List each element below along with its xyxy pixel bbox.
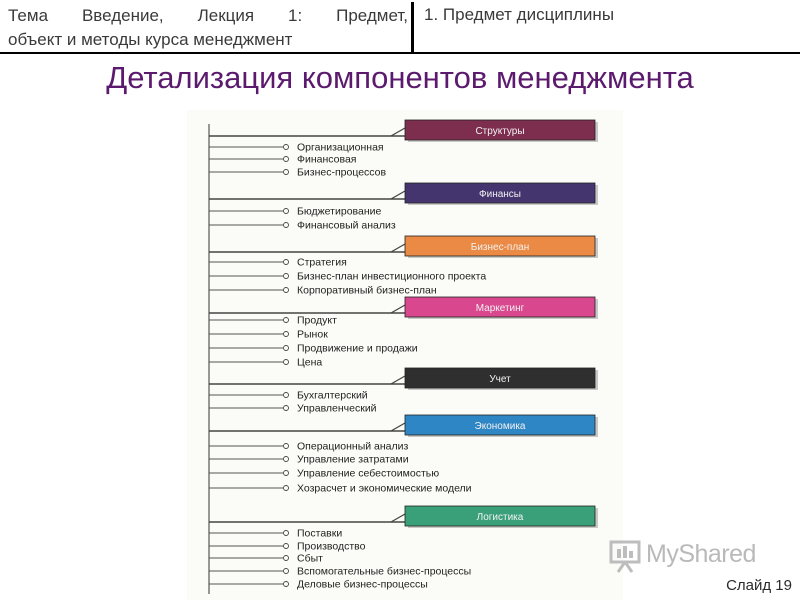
item-bullet — [283, 443, 289, 449]
item-bullet — [283, 456, 289, 462]
item-bullet — [283, 144, 289, 150]
item-bullet — [283, 581, 289, 587]
header-connector-tick — [390, 127, 406, 137]
item-label: Бухгалтерский — [297, 390, 368, 402]
item-label: Управление себестоимостью — [297, 468, 439, 480]
header-label: Маркетинг — [476, 303, 525, 314]
item-label: Управленческий — [297, 403, 377, 415]
slide-number: Слайд 19 — [726, 577, 792, 594]
item-label: Бизнес-процессов — [297, 167, 387, 179]
item-label: Стратегия — [297, 257, 347, 269]
item-bullet — [283, 331, 289, 337]
item-label: Производство — [297, 541, 366, 553]
item-bullet — [283, 530, 289, 536]
header-box — [404, 414, 596, 436]
header-box — [404, 505, 596, 527]
header-connector-tick — [390, 422, 406, 432]
item-bullet — [283, 543, 289, 549]
item-bullet — [283, 568, 289, 574]
item-bullet — [283, 287, 289, 293]
header-topic-line2: объект и методы курса менеджмент — [8, 30, 293, 49]
item-bullet — [283, 359, 289, 365]
item-label: Вспомогательные бизнес-процессы — [297, 566, 471, 578]
item-label: Управление затратами — [297, 454, 409, 466]
item-label: Хозрасчет и экономические модели — [297, 483, 472, 495]
components-tree-diagram: СтруктурыОрганизационнаяФинансоваяБизнес… — [208, 119, 598, 594]
header-section: 1. Предмет дисциплины — [424, 5, 615, 24]
item-label: Бизнес-план инвестиционного проекта — [297, 271, 486, 283]
item-bullet — [283, 317, 289, 323]
header-label: Финансы — [479, 189, 521, 200]
item-label: Деловые бизнес-процессы — [297, 579, 428, 591]
item-bullet — [283, 345, 289, 351]
header-underline — [0, 52, 800, 54]
item-bullet — [283, 273, 289, 279]
header-label: Логистика — [477, 512, 524, 523]
header-label: Бизнес-план — [471, 242, 529, 253]
item-label: Бюджетирование — [297, 206, 381, 218]
header-label: Учет — [489, 374, 511, 385]
header-box — [404, 119, 596, 141]
item-bullet — [283, 405, 289, 411]
item-label: Корпоративный бизнес-план — [297, 285, 437, 297]
header-topic-line1: Тема Введение, Лекция 1: Предмет, — [8, 6, 408, 25]
item-label: Продукт — [297, 315, 337, 327]
logo-text: MyShared — [646, 540, 756, 568]
header-label: Экономика — [475, 421, 526, 432]
item-bullet — [283, 392, 289, 398]
myshared-logo: MyShared — [606, 536, 766, 576]
item-bullet — [283, 485, 289, 491]
presentation-icon — [609, 540, 641, 573]
item-bullet — [283, 169, 289, 175]
header-label: Структуры — [475, 126, 524, 137]
item-label: Операционный анализ — [297, 441, 408, 453]
slide-title: Детализация компонентов менеджмента — [106, 60, 694, 95]
item-bullet — [283, 259, 289, 265]
header-divider — [411, 2, 414, 54]
item-label: Сбыт — [297, 553, 323, 565]
header-connector-tick — [390, 304, 406, 314]
header-connector-tick — [390, 513, 406, 523]
item-label: Поставки — [297, 528, 342, 540]
item-label: Финансовый анализ — [297, 220, 396, 232]
item-label: Организационная — [297, 142, 384, 154]
header-connector-tick — [390, 190, 406, 200]
item-label: Продвижение и продажи — [297, 343, 418, 355]
item-bullet — [283, 208, 289, 214]
item-label: Финансовая — [297, 154, 356, 166]
item-label: Цена — [297, 357, 322, 369]
header-box — [404, 235, 596, 257]
item-label: Рынок — [297, 329, 328, 341]
header-topic: Тема Введение, Лекция 1: Предмет, объект… — [8, 4, 408, 52]
header-connector-tick — [390, 375, 406, 385]
header-box — [404, 367, 596, 389]
header-connector-tick — [390, 243, 406, 253]
item-bullet — [283, 222, 289, 228]
header-box — [404, 182, 596, 204]
item-bullet — [283, 470, 289, 476]
item-bullet — [283, 156, 289, 162]
item-bullet — [283, 555, 289, 561]
header-box — [404, 296, 596, 318]
